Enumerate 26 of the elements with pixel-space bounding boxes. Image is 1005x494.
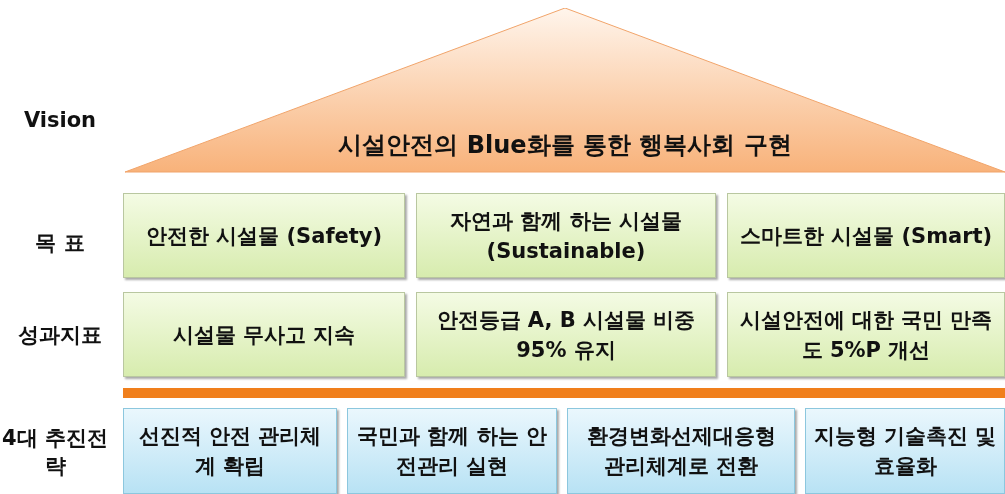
indicator-box — [727, 292, 1005, 377]
roof-triangle — [125, 8, 1005, 174]
goal-box — [727, 193, 1005, 278]
row-label: Vision — [22, 107, 98, 134]
box-text: 스마트한 시설물 (Smart) — [738, 222, 994, 250]
box-text: 안전등급 A, B 시설물 비중 95% 유지 — [435, 306, 697, 364]
box-text: 지능형 기술촉진 및 효율화 — [812, 423, 998, 480]
strategy-box — [123, 408, 337, 494]
row-label: 목 표 — [34, 230, 86, 257]
vision-text: 시설안전의 Blue화를 통한 행복사회 구현 — [337, 130, 793, 160]
strategy-box — [567, 408, 795, 494]
indicator-box — [123, 292, 405, 377]
indicator-box — [416, 292, 716, 377]
goal-box — [416, 193, 716, 278]
box-text: 시설물 무사고 지속 — [171, 321, 357, 349]
row-label: 성과지표 — [17, 322, 103, 349]
box-text: 국민과 함께 하는 안전관리 실현 — [356, 423, 548, 480]
strategy-box — [805, 408, 1005, 494]
goal-box — [123, 193, 405, 278]
box-text: 환경변화선제대응형 관리체계로 전환 — [585, 423, 777, 480]
box-text: 안전한 시설물 (Safety) — [144, 222, 384, 250]
strategy-box — [347, 408, 557, 494]
row-label: 4대 추진전략 — [1, 425, 109, 480]
box-text: 선진적 안전 관리체계 확립 — [137, 423, 323, 480]
box-text: 시설안전에 대한 국민 만족도 5%P 개선 — [738, 306, 994, 364]
box-text: 자연과 함께 하는 시설물 (Sustainable) — [449, 207, 683, 265]
